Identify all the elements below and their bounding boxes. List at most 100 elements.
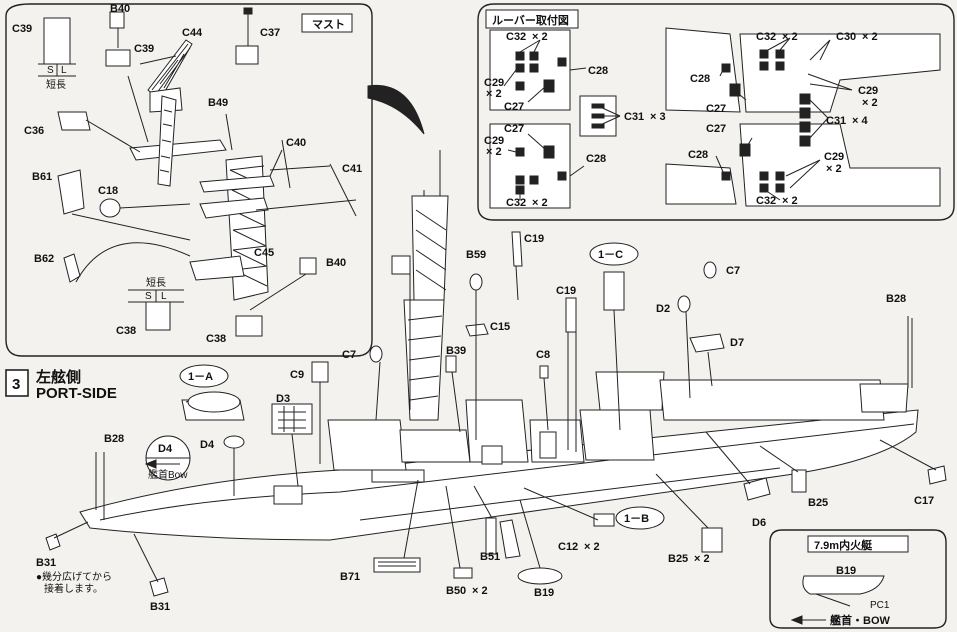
mast-title-box [301, 13, 353, 33]
callout-1c [589, 242, 639, 266]
flight-deck-edge [859, 383, 909, 413]
part-b39 [445, 355, 457, 373]
deck-fitting-fwd [273, 485, 303, 505]
part-d6 [743, 477, 771, 501]
label-c39-block: C39 [134, 43, 154, 55]
deck-box [539, 431, 557, 459]
note-line-1: ●幾分広げてから [36, 570, 112, 583]
inset-title-box [807, 535, 909, 553]
inset-bow-caption: 艦首・BOW [830, 613, 890, 627]
callout-1c-text: 1－C [598, 249, 623, 261]
label-b59: B59 [466, 249, 486, 261]
part-c18 [99, 198, 121, 218]
louver-tr-c29-mult: × 2 [862, 97, 878, 109]
callout-1b [615, 506, 665, 530]
louver-block-bottom-right-2 [739, 123, 941, 207]
crescent-mark [367, 84, 425, 135]
label-d7: D7 [730, 337, 744, 349]
label-c19-upper: C19 [524, 233, 544, 245]
part-b59 [469, 273, 483, 291]
part-c36 [57, 111, 91, 131]
lattice-mast-upper [129, 39, 227, 187]
label-c45: C45 [254, 247, 274, 259]
part-c40-rod [281, 139, 291, 189]
louver-mid-c31-mult: × 3 [650, 111, 666, 123]
label-c19-lower: C19 [556, 285, 576, 297]
ship-mast-lattice [411, 195, 449, 301]
label-c7-fwd: C7 [342, 349, 356, 361]
louver-br-c29-mult: × 2 [826, 163, 842, 175]
mast-panel: マスト S L 短長 C39 [5, 3, 373, 357]
louver-bl-c32-mult: × 2 [532, 197, 548, 209]
gauge-top-caption: 短長 [46, 78, 66, 91]
stern-flag-staff [907, 316, 913, 388]
gauge-bottom-caption: 短長 [146, 276, 166, 289]
bow-jack-staff [95, 452, 105, 520]
louver-br-c29: C29 [824, 151, 844, 163]
louver-bl-c28: C28 [586, 153, 606, 165]
step-number: 3 [12, 376, 20, 393]
bow-direction-marker: D4 艦首Bow [144, 435, 191, 481]
label-b25-pair: B25 [668, 553, 688, 565]
hull-strake [359, 467, 781, 521]
label-c36: C36 [24, 125, 44, 137]
gauge-top-l: L [61, 65, 67, 76]
label-b31-left: B31 [36, 557, 56, 569]
louver-bl-c29-mult: × 2 [486, 146, 502, 158]
louver-tr-c27: C27 [706, 103, 726, 115]
hull-side [79, 409, 919, 541]
louver-title-box [485, 9, 579, 29]
label-d6: D6 [752, 517, 766, 529]
short-long-gauge-bottom: S L 短長 [128, 276, 184, 331]
label-d2: D2 [656, 303, 670, 315]
superstructure-aft-block [579, 409, 655, 461]
superstructure-forward [327, 419, 407, 471]
step-number-box [5, 369, 29, 397]
part-b40-bottom [299, 257, 317, 275]
louver-block-top-right [665, 27, 741, 113]
part-d7 [689, 333, 725, 353]
gauge-bottom-s: S [145, 291, 152, 302]
superstructure-bridge [399, 429, 471, 463]
part-b25 [791, 469, 807, 493]
part-c7-aft [703, 261, 717, 279]
part-b31-bottom [149, 577, 169, 597]
part-c19-lower [565, 297, 577, 333]
part-c8 [539, 365, 549, 379]
label-c38-gauge: C38 [116, 325, 136, 337]
label-b31-bottom: B31 [150, 601, 170, 613]
louver-tr-c28: C28 [690, 73, 710, 85]
deck-launcher [481, 445, 503, 465]
label-b61: B61 [32, 171, 52, 183]
label-b71: B71 [340, 571, 360, 583]
louver-tl-c32-mult: × 2 [532, 31, 548, 43]
part-d4 [223, 435, 245, 449]
inset-boat-panel: 7.9m内火艇 B19 PC1 艦首・BOW [769, 529, 947, 629]
label-c40: C40 [286, 137, 306, 149]
louver-tl-c28: C28 [588, 65, 608, 77]
part-c19-upper [511, 231, 523, 267]
label-c7-aft: C7 [726, 265, 740, 277]
louver-block-top-right-2 [739, 33, 941, 113]
label-c44: C44 [182, 27, 203, 39]
inset-sub-part: PC1 [870, 600, 890, 611]
louver-panel-frame [477, 3, 955, 221]
part-1c-cluster [603, 271, 625, 311]
louver-br-c27: C27 [706, 123, 726, 135]
inset-bow-arrow [790, 615, 803, 625]
bow-marker-label: D4 [158, 443, 173, 455]
label-d3: D3 [276, 393, 290, 405]
louver-tl-c27: C27 [504, 101, 524, 113]
label-b39: B39 [446, 345, 466, 357]
label-c12: C12 [558, 541, 578, 553]
louver-tr-c32: C32 [756, 31, 776, 43]
inset-boat-drawing [802, 575, 885, 595]
louver-block-bottom-right [665, 163, 737, 205]
louver-br-c32-mult: × 2 [782, 195, 798, 207]
part-b50 [453, 567, 473, 579]
label-c41: C41 [342, 163, 362, 175]
inset-frame [769, 529, 947, 629]
short-long-gauge-top: S L 短長 [38, 17, 76, 91]
label-d4: D4 [200, 439, 215, 451]
louver-tl-c29-mult: × 2 [486, 88, 502, 100]
